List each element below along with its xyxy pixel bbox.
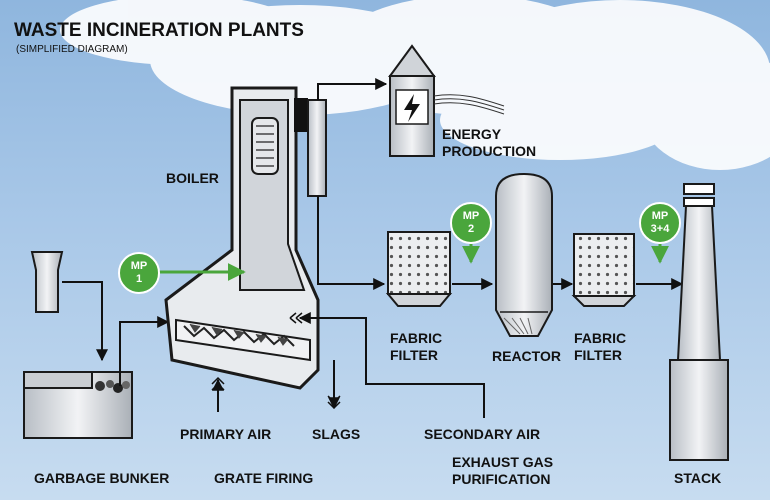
garbage-bunker [23,371,133,439]
exhaust-gas-line-1: EXHAUST GAS [452,454,554,470]
secondary-air-line [289,312,485,418]
garbage-bunker-label: GARBAGE BUNKER [34,470,170,486]
exhaust-gas-line-2: PURIFICATION [452,471,551,487]
energy-building [388,44,505,157]
reactor [495,172,553,337]
fabric-filter-2-label: FABRIC FILTER [574,330,626,364]
energy-production-line-1: ENERGY [442,126,502,142]
reactor-label: REACTOR [492,348,561,364]
mp2-line-2: 2 [467,223,475,235]
fabric-filter-2-line-2: FILTER [574,347,622,363]
fabric-filter-1-label: FABRIC FILTER [390,330,442,364]
mp34-line-2: 3+4 [650,223,670,235]
lightning-bolt-icon [404,94,420,122]
flue-gas-line [317,196,386,290]
feed-hopper [30,251,170,386]
fabric-filter-2 [571,233,637,307]
primary-air-label: PRIMARY AIR [180,426,272,442]
mp1-line-1: MP [130,260,148,272]
energy-production-line-2: PRODUCTION [442,143,537,159]
mp34-line-1: MP [651,210,669,222]
boiler-label: BOILER [166,170,219,186]
boiler [164,86,327,390]
exhaust-gas-purification-label: EXHAUST GAS PURIFICATION [452,454,553,488]
primary-air-arrow [211,376,225,412]
page-subtitle: (SIMPLIFIED DIAGRAM) [16,44,128,55]
slags-arrow [327,360,341,410]
fabric-filter-1-line-1: FABRIC [390,330,443,346]
stack [669,183,729,461]
mp2-line-1: MP [462,210,480,222]
slags-label: SLAGS [312,426,361,442]
stack-label: STACK [674,470,722,486]
measuring-point-1: MP 1 [118,252,160,294]
mp1-line-2: 1 [135,273,143,285]
secondary-air-label: SECONDARY AIR [424,426,541,442]
fabric-filter-1-line-2: FILTER [390,347,438,363]
measuring-point-3-4: MP 3+4 [639,202,681,244]
grate-firing-label: GRATE FIRING [214,470,314,486]
page-title: WASTE INCINERATION PLANTS [14,20,304,41]
fabric-filter-2-line-1: FABRIC [574,330,627,346]
measuring-point-2: MP 2 [450,202,492,244]
energy-production-label: ENERGY PRODUCTION [442,126,536,160]
fabric-filter-1 [385,231,453,307]
steam-line [317,78,388,100]
clouds [60,0,770,170]
